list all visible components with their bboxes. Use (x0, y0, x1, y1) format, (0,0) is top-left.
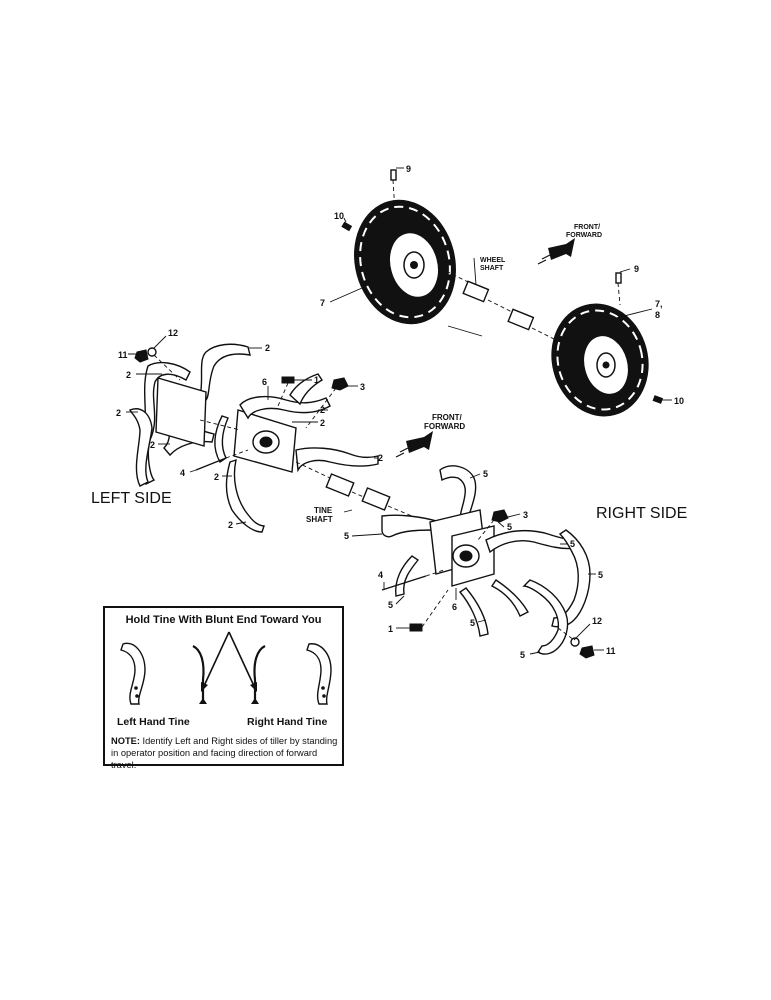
wheel-shaft-line1: WHEEL (480, 257, 506, 264)
callout-7-top: 7 (320, 298, 325, 308)
callout-11-right: 11 (606, 646, 616, 656)
wheel-right (551, 303, 649, 417)
callout-10-right: 10 (674, 396, 684, 406)
callout-2-g: 2 (378, 453, 383, 463)
tine-shaft (295, 461, 427, 523)
note-body: Identify Left and Right sides of tiller … (111, 736, 338, 770)
callout-2-f: 2 (150, 440, 155, 450)
callout-1-left: 1 (314, 375, 319, 385)
left-side-label: LEFT SIDE (91, 490, 172, 507)
callout-5-c: 5 (344, 531, 349, 541)
callout-4-right: 4 (378, 570, 383, 580)
callout-12-left: 12 (168, 328, 178, 338)
forward-arrow-mid (395, 431, 433, 458)
right-side-label: RIGHT SIDE (596, 505, 687, 522)
callout-7-right: 7, (655, 299, 663, 309)
callout-9-right: 9 (634, 264, 639, 274)
callout-3-left: 3 (360, 382, 365, 392)
callout-12-right: 12 (592, 616, 602, 626)
leader-lines (126, 167, 672, 655)
front-forward-mid-line2: FORWARD (424, 422, 465, 431)
callout-3-right: 3 (523, 510, 528, 520)
callout-5-g: 5 (470, 618, 475, 628)
callout-4-left: 4 (180, 468, 185, 478)
left-tine-assembly (129, 343, 379, 533)
callout-5-d: 5 (570, 539, 575, 549)
right-hand-tine-label: Right Hand Tine (247, 716, 328, 728)
callout-5-a: 5 (483, 469, 488, 479)
right-tine-assembly (381, 465, 595, 659)
callout-8: 8 (655, 310, 660, 320)
wheel-shaft-line2: SHAFT (480, 265, 504, 272)
front-forward-top-line2: FORWARD (566, 232, 602, 239)
tine-shaft-line2: SHAFT (306, 515, 333, 524)
callout-2-d: 2 (320, 405, 325, 415)
callout-2-h: 2 (214, 472, 219, 482)
callout-2-a: 2 (265, 343, 270, 353)
callout-6-left: 6 (262, 377, 267, 387)
callout-5-e: 5 (598, 570, 603, 580)
callout-1-right: 1 (388, 624, 393, 634)
callout-2-i: 2 (228, 520, 233, 530)
forward-arrow-top (537, 238, 575, 265)
callout-2-c: 2 (116, 408, 121, 418)
wheel-shaft (439, 267, 561, 343)
note-prefix: NOTE: (111, 736, 140, 746)
callout-5-h: 5 (520, 650, 525, 660)
callout-numbers: 9 10 7 9 7, 8 10 12 11 2 2 6 1 3 2 2 2 2… (116, 164, 684, 660)
callout-9-top: 9 (406, 164, 411, 174)
tine-shaft-line1: TINE (314, 506, 333, 515)
callout-10-top: 10 (334, 211, 344, 221)
front-forward-mid-line1: FRONT/ (432, 413, 463, 422)
front-forward-top-line1: FRONT/ (574, 224, 600, 231)
tine-orientation-illustration (120, 631, 332, 705)
callout-6-right: 6 (452, 602, 457, 612)
callout-2-e: 2 (320, 418, 325, 428)
note-text: NOTE: Identify Left and Right sides of t… (111, 735, 340, 771)
note-title: Hold Tine With Blunt End Toward You (125, 614, 322, 626)
wheel-left (354, 199, 456, 325)
wheel-bolts (341, 169, 664, 404)
left-hand-tine-label: Left Hand Tine (117, 716, 190, 728)
callout-2-b: 2 (126, 370, 131, 380)
text-labels: FRONT/ FORWARD WHEEL SHAFT FRONT/ FORWAR… (91, 224, 687, 524)
callout-5-f: 5 (388, 600, 393, 610)
callout-11-left: 11 (118, 350, 128, 360)
callout-5-b: 5 (507, 522, 512, 532)
tine-orientation-note: Hold Tine With Blunt End Toward You Left… (103, 606, 344, 770)
